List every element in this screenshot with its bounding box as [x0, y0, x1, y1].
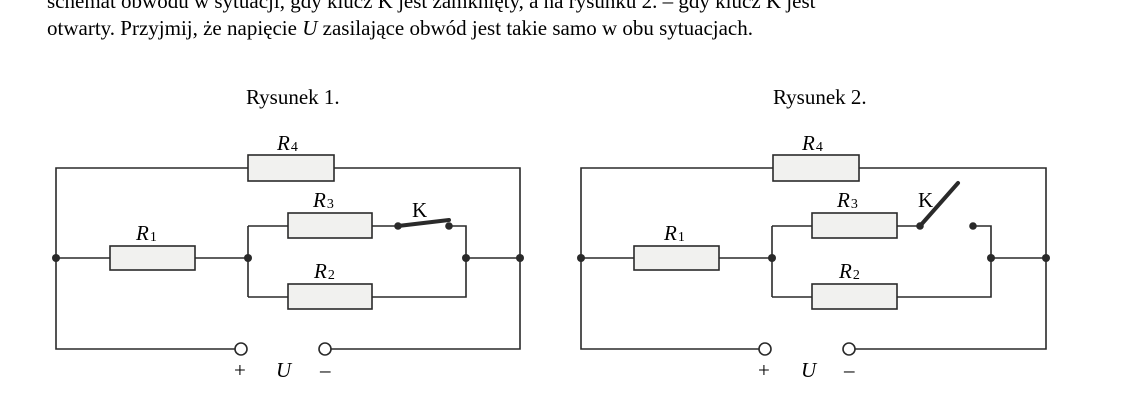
fig1-label-minus: – — [319, 358, 331, 382]
fig1-node-left — [52, 254, 60, 262]
fig1-terminal-plus — [234, 342, 248, 356]
fig1-label-key: K — [412, 198, 427, 222]
fig1-label-r1: R1 — [135, 221, 157, 245]
fig2-node-right — [1042, 254, 1050, 262]
fig1-terminal-minus — [318, 342, 332, 356]
fig1-switch-key — [396, 218, 451, 228]
fig1-resistor-r4 — [247, 154, 335, 182]
voltage-variable: U — [302, 16, 318, 40]
fig2-resistor-r1 — [633, 245, 720, 271]
fig2-label-key: K — [918, 188, 933, 212]
fig1-resistor-r2 — [287, 283, 373, 310]
fig1-node-inner-right — [462, 254, 470, 262]
fig2-resistor-r4 — [772, 154, 860, 182]
text-line-2: otwarty. Przyjmij, że napięcie U zasilaj… — [47, 16, 753, 41]
fig2-terminal-plus — [758, 342, 772, 356]
figure-1-title: Rysunek 1. — [246, 85, 340, 109]
fig1-switch-contact-left — [394, 222, 402, 230]
fig2-switch-contact-left — [916, 222, 924, 230]
fig2-node-left — [577, 254, 585, 262]
fig1-label-r2: R2 — [313, 259, 335, 283]
fig2-node-mid — [768, 254, 776, 262]
fig1-label-plus: + — [234, 358, 246, 382]
fig1-label-r4: R4 — [276, 131, 298, 155]
fig1-label-voltage: U — [276, 358, 293, 382]
fig1-wire-r2 — [248, 258, 467, 298]
fig1-label-r3: R3 — [312, 188, 334, 212]
text-line-2-start: otwarty. Przyjmij, że napięcie — [47, 16, 303, 40]
fig2-wire-switch-right — [973, 225, 992, 258]
fig2-label-r1: R1 — [663, 221, 685, 245]
fig2-label-r3: R3 — [836, 188, 858, 212]
fig2-switch-key — [918, 181, 960, 228]
fig2-switch-contact-right — [969, 222, 977, 230]
fig2-node-inner-right — [987, 254, 995, 262]
circuit-figure-2: R4 R1 R3 R2 K + U – — [577, 131, 1050, 382]
fig1-wire-switch-right — [449, 225, 467, 258]
fig2-terminal-minus — [842, 342, 856, 356]
fig1-resistor-r1 — [109, 245, 196, 271]
fig1-switch-contact-right — [445, 222, 453, 230]
figure-2-title: Rysunek 2. — [773, 85, 867, 109]
fig1-resistor-r3 — [287, 212, 373, 239]
fig2-label-r2: R2 — [838, 259, 860, 283]
text-line-2-end: zasilające obwód jest takie samo w obu s… — [317, 16, 753, 40]
fig2-label-r4: R4 — [801, 131, 823, 155]
fig2-label-plus: + — [758, 358, 770, 382]
circuit-figure-1: R4 R1 R3 R2 K + U – — [52, 131, 524, 382]
fig1-node-right — [516, 254, 524, 262]
fig2-wire-r2 — [772, 258, 992, 298]
text-line-1: schemat obwodu w sytuacji, gdy klucz K j… — [47, 0, 816, 13]
fig2-label-voltage: U — [801, 358, 818, 382]
fig1-node-mid — [244, 254, 252, 262]
fig2-resistor-r2 — [811, 283, 898, 310]
fig2-resistor-r3 — [811, 212, 898, 239]
fig2-label-minus: – — [843, 358, 855, 382]
